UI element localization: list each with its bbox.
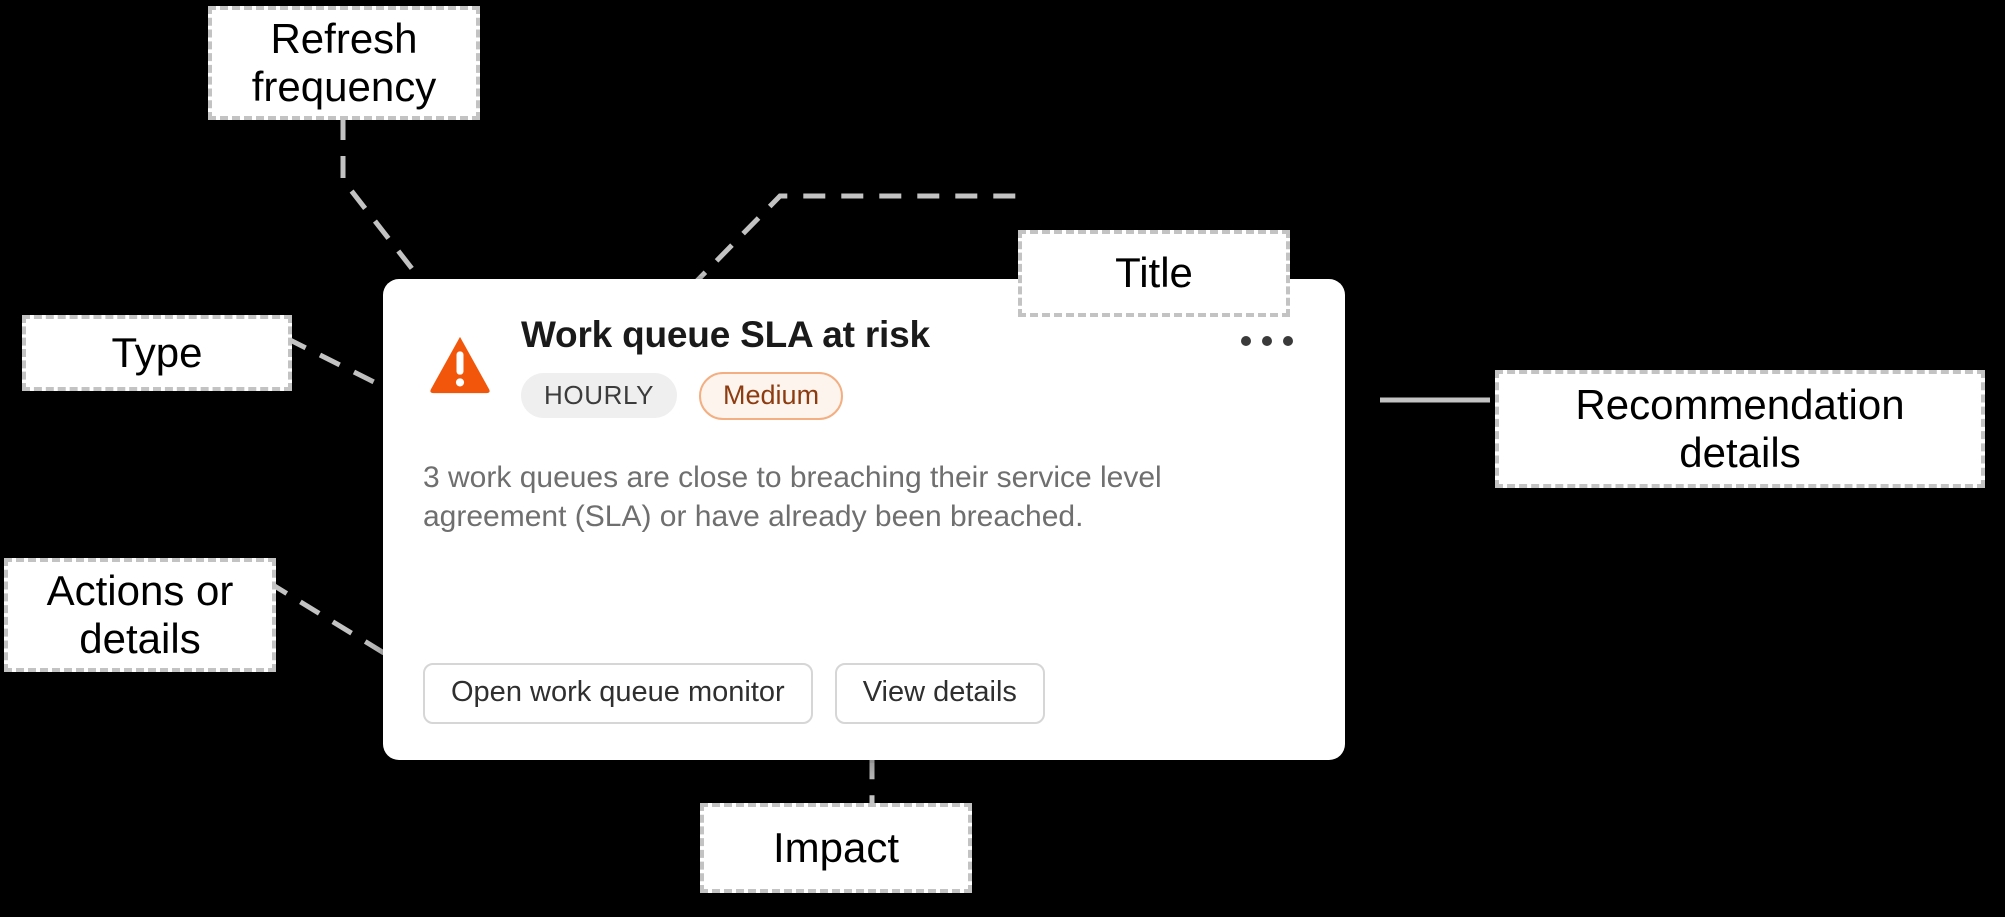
warning-triangle-icon — [430, 336, 490, 394]
frequency-badge: HOURLY — [521, 373, 678, 419]
leader-title — [690, 193, 1030, 288]
callout-type: Type — [22, 315, 292, 391]
callout-refresh-frequency-label: Refresh frequency — [251, 14, 437, 110]
card-header: Work queue SLA at risk HOURLY Medium — [423, 314, 1305, 420]
severity-badge: Medium — [699, 371, 844, 420]
open-work-queue-monitor-button[interactable]: Open work queue monitor — [423, 663, 813, 724]
card-title: Work queue SLA at risk — [521, 314, 930, 355]
view-details-button[interactable]: View details — [834, 663, 1045, 724]
card-content: Work queue SLA at risk HOURLY Medium 3 w… — [383, 279, 1345, 760]
callout-impact-label: Impact — [772, 823, 900, 871]
callout-refresh-frequency: Refresh frequency — [208, 6, 480, 120]
card-badges: HOURLY Medium — [521, 371, 1305, 420]
callout-impact: Impact — [700, 803, 972, 893]
recommendation-card[interactable]: Work queue SLA at risk HOURLY Medium 3 w… — [383, 279, 1345, 760]
callout-actions-or-details: Actions or details — [4, 558, 276, 672]
leader-recommendation-details-stub — [1380, 397, 1490, 403]
callout-recommendation-details-label: Recommendation details — [1575, 380, 1905, 476]
card-action-row: Open work queue monitor View details — [423, 663, 1045, 724]
callout-title: Title — [1018, 230, 1290, 317]
callout-actions-or-details-label: Actions or details — [46, 566, 234, 662]
card-header-text: Work queue SLA at risk HOURLY Medium — [521, 314, 1305, 420]
callout-recommendation-details: Recommendation details — [1495, 370, 1985, 488]
callout-title-label: Title — [1115, 249, 1193, 297]
ellipsis-icon[interactable] — [1241, 331, 1293, 351]
callout-type-label: Type — [111, 328, 203, 376]
card-description: 3 work queues are close to breaching the… — [423, 460, 1162, 534]
